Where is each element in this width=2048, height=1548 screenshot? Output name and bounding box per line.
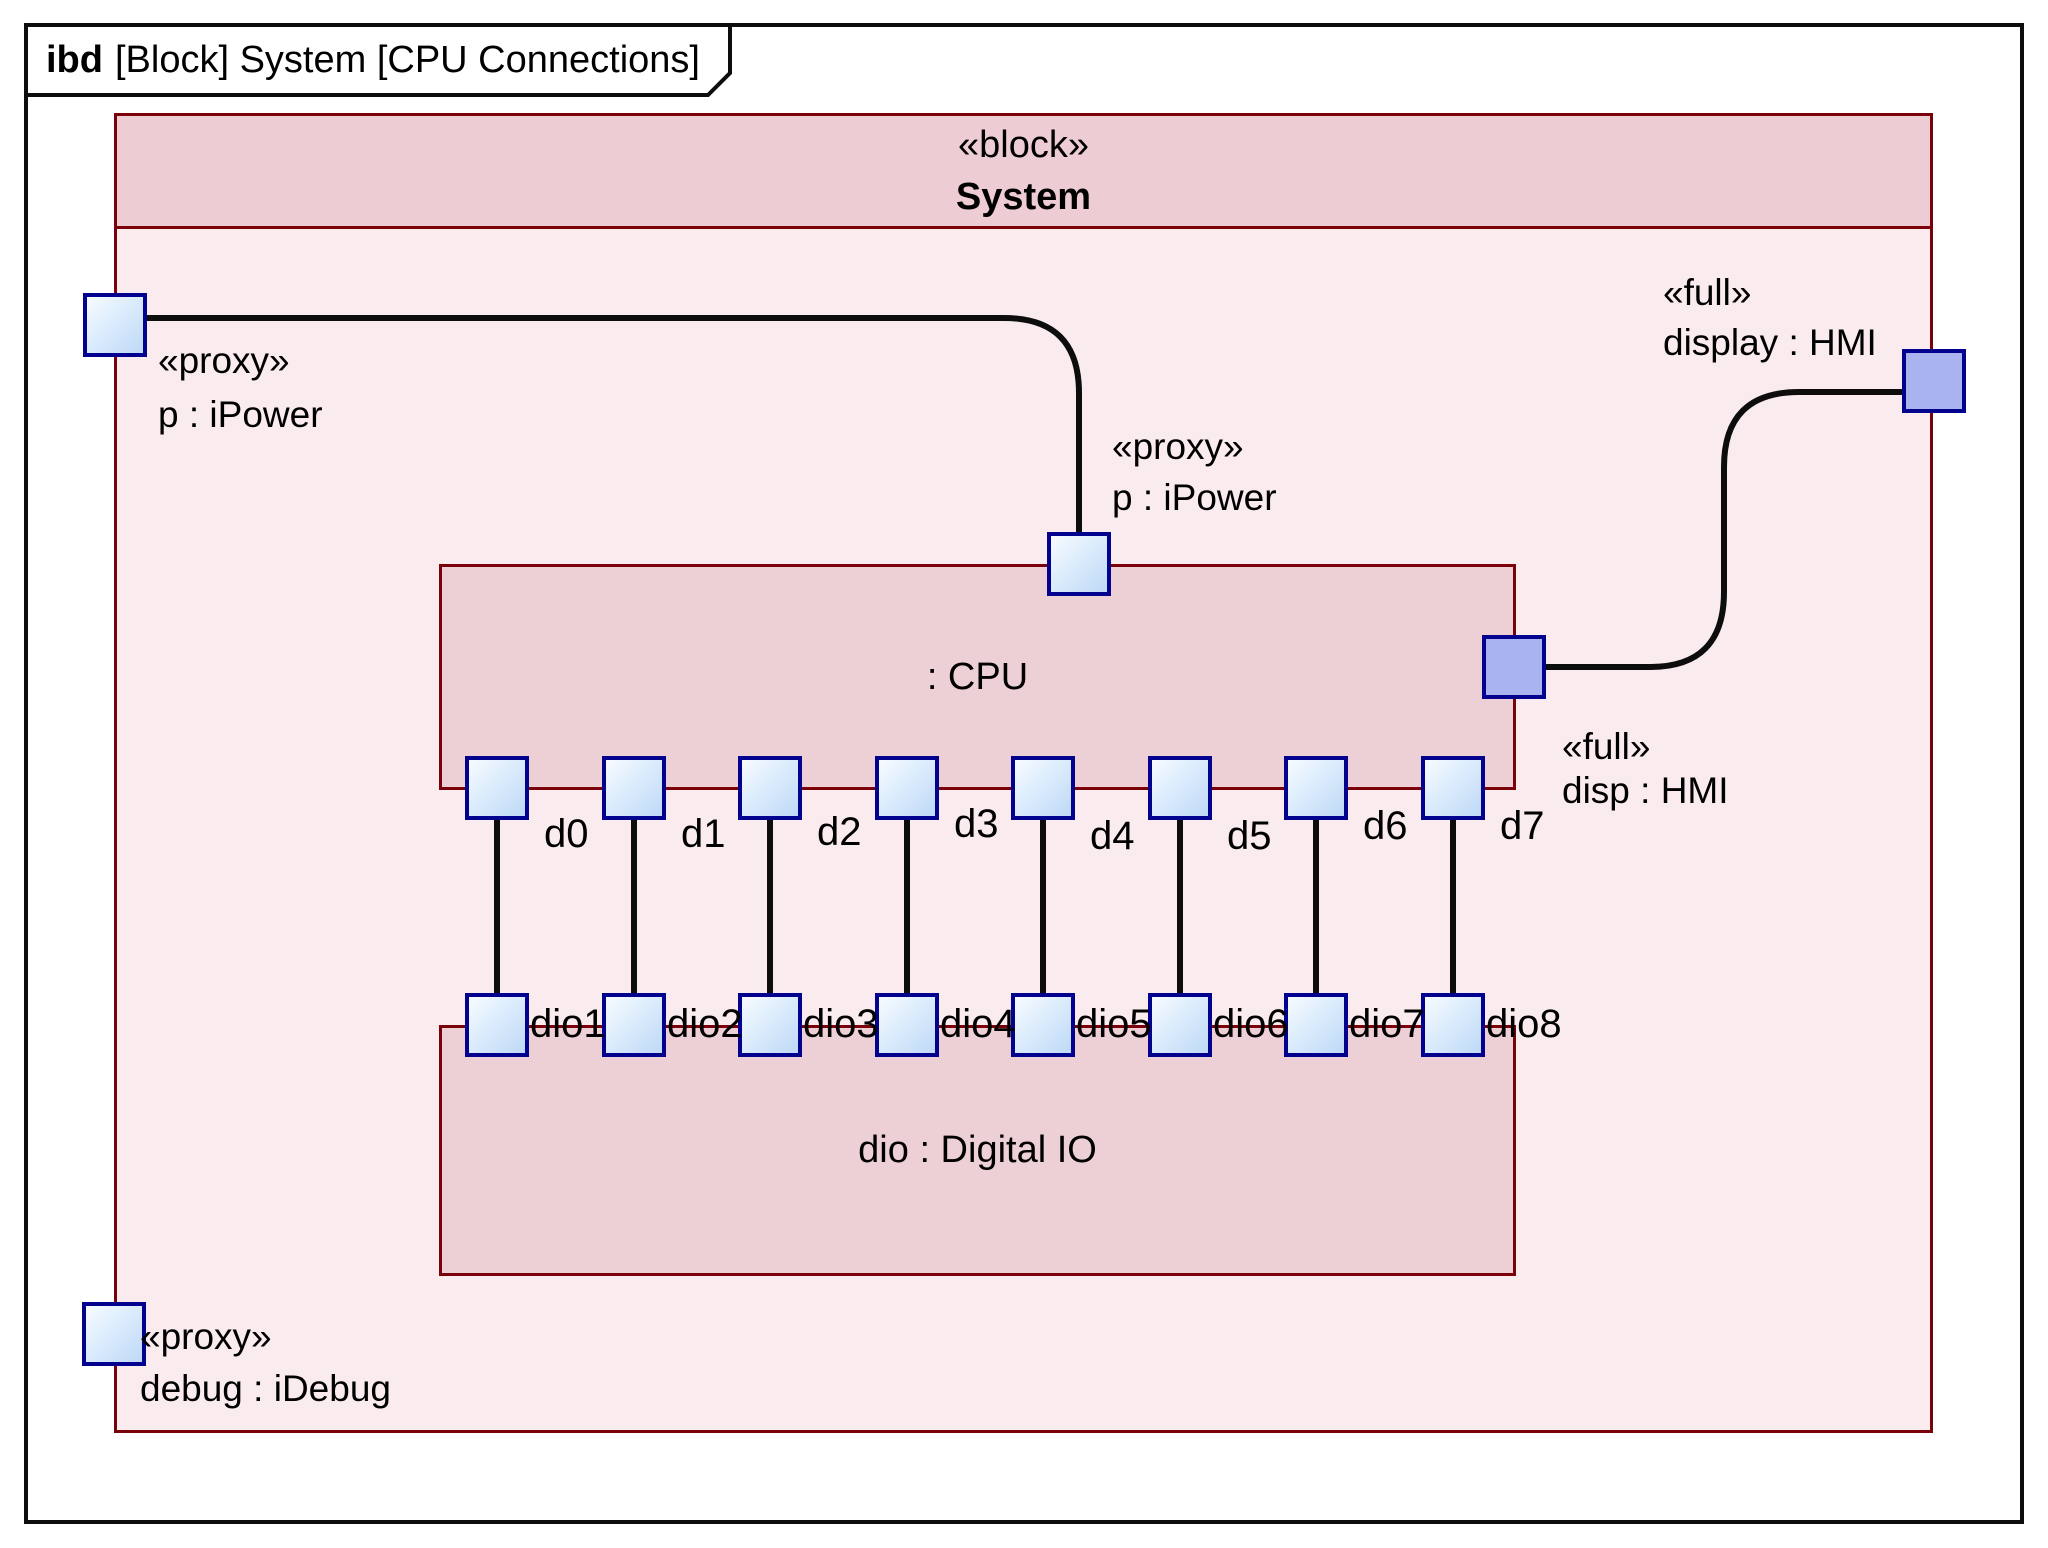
dio-port-dio5[interactable] [1011, 993, 1075, 1057]
dio-port-dio7[interactable] [1284, 993, 1348, 1057]
dio-port-dio3[interactable] [738, 993, 802, 1057]
dio5-label: dio5 [1076, 1002, 1152, 1046]
cpu-port-d1[interactable] [602, 756, 666, 820]
dio-part-label: dio : Digital IO [858, 1129, 1097, 1171]
dio4-label: dio4 [940, 1002, 1016, 1046]
cpu-port-d6[interactable] [1284, 756, 1348, 820]
diagram-frame [24, 23, 2024, 1524]
system-port-power[interactable] [83, 293, 147, 357]
dio-port-dio8[interactable] [1421, 993, 1485, 1057]
cpu-d1-label: d1 [681, 812, 726, 856]
cpu-port-d5[interactable] [1148, 756, 1212, 820]
dio7-label: dio7 [1349, 1002, 1425, 1046]
cpu-disp-stereotype: «full» [1562, 726, 1651, 767]
cpu-d5-label: d5 [1227, 814, 1272, 858]
cpu-port-disp[interactable] [1482, 635, 1546, 699]
system-power-label: p : iPower [158, 394, 323, 435]
title-tab-shape [24, 23, 732, 97]
diagram-title-text: [Block] System [CPU Connections] [114, 38, 700, 81]
cpu-port-d3[interactable] [875, 756, 939, 820]
system-port-display[interactable] [1902, 349, 1966, 413]
dio-port-dio1[interactable] [465, 993, 529, 1057]
dio-port-dio2[interactable] [602, 993, 666, 1057]
cpu-part-label: : CPU [926, 655, 1029, 698]
cpu-power-label: p : iPower [1112, 477, 1277, 518]
system-display-label: display : HMI [1663, 322, 1877, 363]
cpu-port-d4[interactable] [1011, 756, 1075, 820]
system-power-stereotype: «proxy» [158, 340, 290, 381]
system-debug-label: debug : iDebug [140, 1368, 391, 1409]
dio-port-dio6[interactable] [1148, 993, 1212, 1057]
cpu-port-d7[interactable] [1421, 756, 1485, 820]
cpu-port-d2[interactable] [738, 756, 802, 820]
dio-part[interactable]: dio : Digital IO [439, 1025, 1516, 1276]
system-port-debug[interactable] [82, 1302, 146, 1366]
system-stereotype: «block» [958, 124, 1089, 166]
cpu-disp-label: disp : HMI [1562, 770, 1729, 811]
system-name: System [955, 176, 1092, 218]
cpu-port-power[interactable] [1047, 532, 1111, 596]
dio6-label: dio6 [1213, 1002, 1289, 1046]
cpu-d4-label: d4 [1090, 814, 1135, 858]
cpu-port-d0[interactable] [465, 756, 529, 820]
diagram-title-tab [24, 23, 732, 97]
cpu-d6-label: d6 [1363, 804, 1408, 848]
cpu-d0-label: d0 [544, 812, 589, 856]
diagram-title: ibd [Block] System [CPU Connections] [46, 25, 700, 95]
diagram-kind-label: ibd [46, 38, 103, 81]
cpu-power-stereotype: «proxy» [1112, 426, 1244, 467]
system-block-header: «block» System [117, 116, 1930, 229]
dio8-label: dio8 [1486, 1002, 1562, 1046]
dio3-label: dio3 [803, 1002, 879, 1046]
cpu-d2-label: d2 [817, 810, 862, 854]
cpu-part[interactable]: : CPU [439, 564, 1516, 790]
dio-port-dio4[interactable] [875, 993, 939, 1057]
cpu-d3-label: d3 [954, 802, 999, 846]
system-display-stereotype: «full» [1663, 272, 1752, 313]
system-debug-stereotype: «proxy» [140, 1316, 272, 1357]
cpu-d7-label: d7 [1500, 804, 1545, 848]
dio2-label: dio2 [667, 1002, 743, 1046]
dio1-label: dio1 [530, 1002, 606, 1046]
